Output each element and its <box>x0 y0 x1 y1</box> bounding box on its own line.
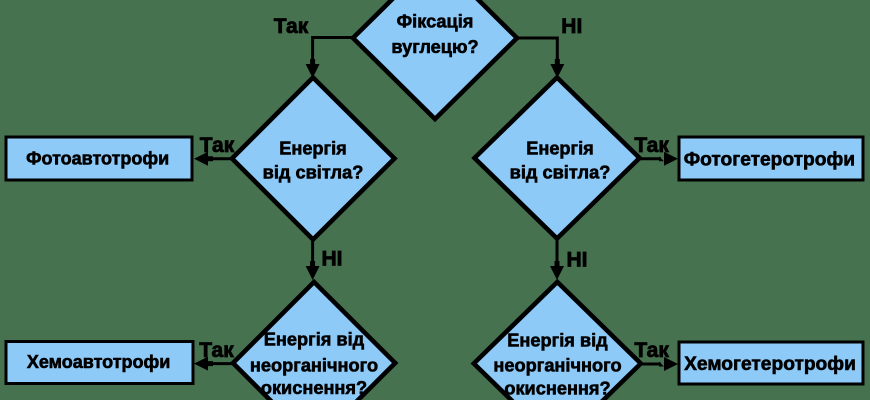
svg-text:Так: Так <box>634 339 669 362</box>
svg-text:Енергія: Енергія <box>279 139 347 159</box>
svg-text:Хемоавтотрофи: Хемоавтотрофи <box>27 352 170 372</box>
svg-text:Фотоавтотрофи: Фотоавтотрофи <box>26 149 169 169</box>
svg-text:окиснення?: окиснення? <box>504 378 610 398</box>
svg-text:Так: Так <box>199 339 234 362</box>
svg-text:Фотогетеротрофи: Фотогетеротрофи <box>684 149 855 170</box>
svg-text:Так: Так <box>200 134 235 157</box>
svg-text:вуглецю?: вуглецю? <box>391 37 478 57</box>
svg-text:Так: Так <box>634 134 669 157</box>
svg-text:Так: Так <box>274 15 309 38</box>
svg-text:неорганічного: неорганічного <box>493 355 621 375</box>
svg-text:НІ: НІ <box>561 15 582 38</box>
svg-text:Фіксація: Фіксація <box>397 12 474 32</box>
svg-text:Хемогетеротрофи: Хемогетеротрофи <box>684 354 856 375</box>
svg-text:НІ: НІ <box>322 248 343 271</box>
svg-text:Енергія: Енергія <box>526 139 594 159</box>
svg-text:від світла?: від світла? <box>263 163 364 183</box>
svg-text:НІ: НІ <box>567 249 588 272</box>
svg-text:Енергія від: Енергія від <box>507 331 608 351</box>
svg-text:Енергія від: Енергія від <box>264 330 365 350</box>
svg-text:від світла?: від світла? <box>510 162 611 182</box>
svg-text:окиснення?: окиснення? <box>261 378 367 398</box>
svg-text:неорганічного: неорганічного <box>250 355 378 375</box>
